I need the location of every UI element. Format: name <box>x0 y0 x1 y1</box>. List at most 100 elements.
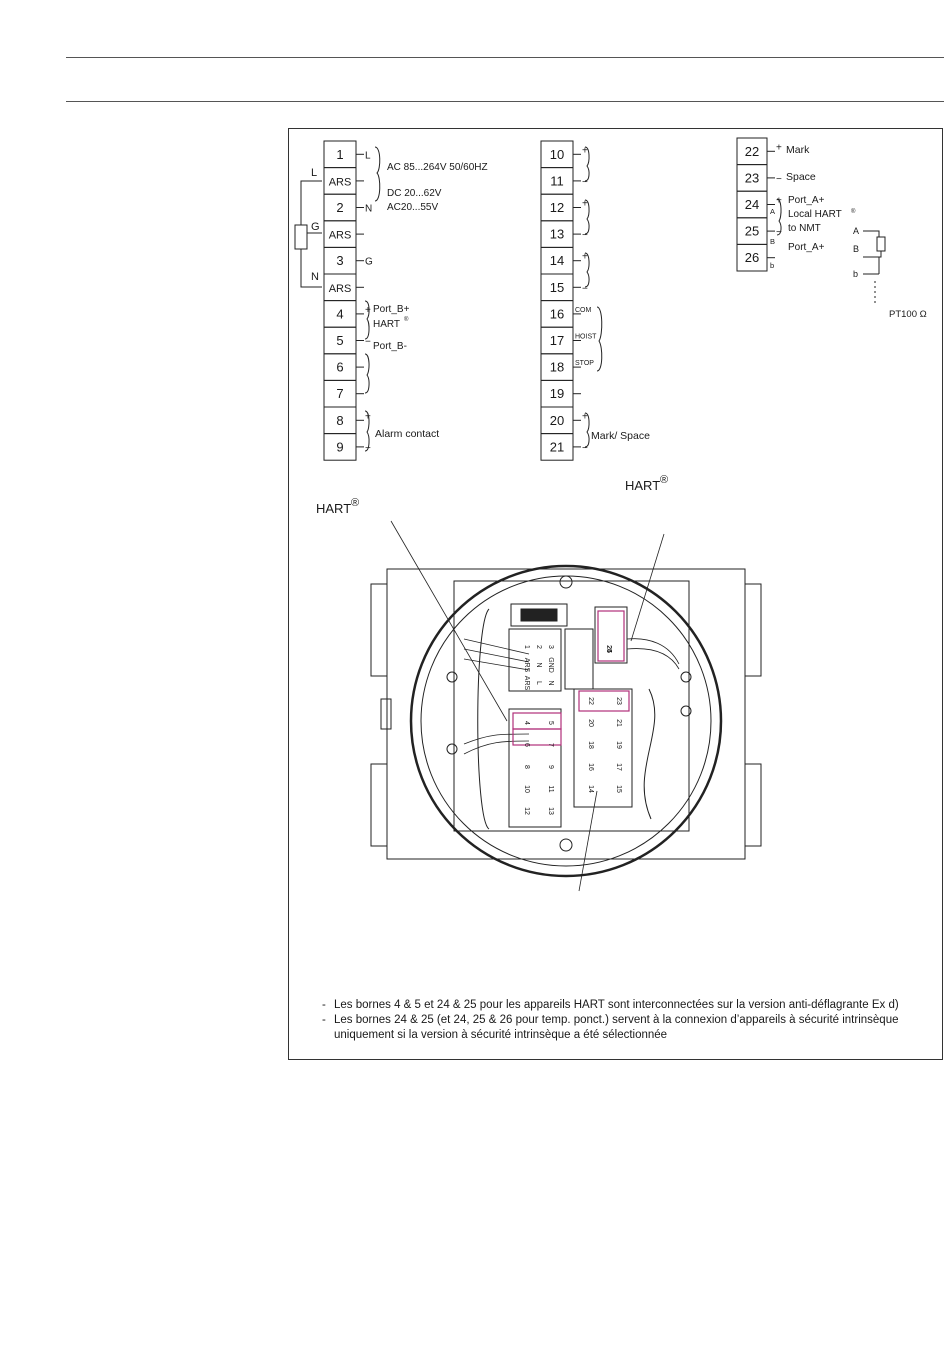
board-terminal-label: 21 <box>615 719 622 727</box>
terminal-number: 26 <box>745 250 759 265</box>
terminal-number: 13 <box>550 227 564 242</box>
board-terminal-label: L <box>535 681 542 685</box>
terminal-number: 14 <box>550 253 564 268</box>
board-terminal-label: 13 <box>547 807 554 815</box>
terminal-mark: + <box>582 199 588 210</box>
wire-l-label: L <box>311 167 317 179</box>
note-text: Les bornes 4 & 5 et 24 & 25 pour les app… <box>334 999 899 1011</box>
board-terminal-label: 19 <box>615 741 622 749</box>
terminal-number: 11 <box>550 173 564 188</box>
terminal-number: 24 <box>745 197 759 212</box>
board-terminal-label: 26 <box>605 645 612 653</box>
board-terminal-label: 6 <box>523 743 530 747</box>
board-terminal-label: ARS <box>523 658 530 673</box>
terminal-mark: N <box>365 204 372 215</box>
wire-g-label: G <box>311 221 320 233</box>
terminal-number: 20 <box>550 413 564 428</box>
alarm-contact-label: Alarm contact <box>375 428 439 440</box>
board-terminal-label: 23 <box>615 697 622 705</box>
terminal-mark: + <box>582 411 588 422</box>
terminal-sub-label: b <box>770 261 774 270</box>
terminal-mark: STOP <box>575 360 594 367</box>
terminal-number: ARS <box>329 283 352 295</box>
mark-label: Mark <box>786 144 810 156</box>
terminal-mark: + <box>776 142 782 153</box>
board-terminal-label: 22 <box>587 697 594 705</box>
terminal-number: 18 <box>550 360 564 375</box>
terminal-sub-label: A <box>770 207 775 216</box>
second-rule <box>66 101 944 102</box>
terminal-number: 7 <box>336 386 343 401</box>
terminal-number: 19 <box>550 386 564 401</box>
terminal-mark: L <box>365 150 371 161</box>
terminal-number: ARS <box>329 176 352 188</box>
hart-b-label: HART <box>373 319 400 330</box>
terminal-mark: − <box>582 443 588 454</box>
hart-left-callout: HART <box>316 501 351 516</box>
terminal-number: 23 <box>745 170 759 185</box>
board-terminal-label: GND <box>547 657 554 673</box>
rtd-b2-label: b <box>853 269 858 279</box>
terminal-number: 15 <box>550 280 564 295</box>
terminal-number: 12 <box>550 200 564 215</box>
pt100-label: PT100 Ω <box>889 309 927 320</box>
wire-n-label: N <box>311 271 319 283</box>
board-terminal-label: 15 <box>615 785 622 793</box>
terminal-mark: G <box>365 257 373 268</box>
left-annotations <box>294 146 381 452</box>
to-nmt-label: to NMT <box>788 223 821 234</box>
terminal-mark: + <box>365 305 371 316</box>
board-terminal-label: 9 <box>547 765 554 769</box>
hart-terminal-highlights <box>512 610 630 746</box>
board-terminal-label: 18 <box>587 741 594 749</box>
terminal-number: 25 <box>745 224 759 239</box>
terminal-number: 9 <box>336 439 343 454</box>
note-item: - Les bornes 24 & 25 (et 24, 25 & 26 pou… <box>322 1013 932 1043</box>
terminal-mark: − <box>582 177 588 188</box>
note-bullet: - <box>322 999 326 1011</box>
terminal-mark: + <box>582 252 588 263</box>
terminal-number: 10 <box>550 147 564 162</box>
terminal-number: 16 <box>550 306 564 321</box>
board-terminal-label: 3 <box>547 645 554 649</box>
terminal-sub-label: B <box>770 237 775 246</box>
right-annotations <box>776 198 886 304</box>
middle-annotations <box>584 146 603 448</box>
board-terminal-label: 24 <box>605 645 612 653</box>
terminal-number: 21 <box>550 439 564 454</box>
terminal-mark: + <box>365 411 371 422</box>
terminal-mark: + <box>776 196 782 207</box>
board-terminal-label: 2 <box>535 645 542 649</box>
port-b-plus-label: Port_B+ <box>373 304 410 315</box>
board-terminal-label: 14 <box>587 785 594 793</box>
space-label: Space <box>786 171 816 183</box>
terminal-number: 6 <box>336 360 343 375</box>
terminal-mark: COM <box>575 307 592 314</box>
hart-b-reg: ® <box>404 316 409 323</box>
terminal-number: ARS <box>329 230 352 242</box>
notes-list: - Les bornes 4 & 5 et 24 & 25 pour les a… <box>322 998 932 1043</box>
hart-left-reg: ® <box>351 497 359 509</box>
port-a-plus-label: Port_A+ <box>788 195 825 206</box>
local-hart-label: Local HART <box>788 209 842 220</box>
board-terminal-label: 20 <box>587 719 594 727</box>
terminal-number: 17 <box>550 333 564 348</box>
terminal-mark: − <box>776 227 782 238</box>
terminal-number: 3 <box>336 253 343 268</box>
board-terminal-label: ARS <box>523 676 530 691</box>
rtd-b-label: B <box>853 244 859 254</box>
terminal-mark: − <box>776 174 782 185</box>
board-terminal-label: 5 <box>547 721 554 725</box>
board-terminal-label: 8 <box>523 765 530 769</box>
terminal-number: 4 <box>336 306 343 321</box>
board-terminal-label: 4 <box>523 721 530 725</box>
board-terminal-label: 10 <box>523 785 530 793</box>
board-terminal-label: 12 <box>523 807 530 815</box>
board-terminal-label: 11 <box>547 785 554 792</box>
